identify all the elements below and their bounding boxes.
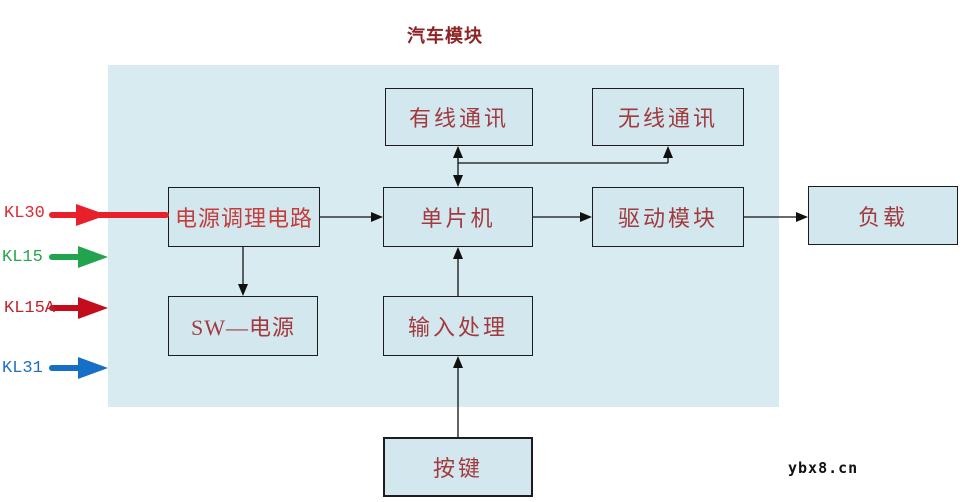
block-label: 有线通讯 (408, 106, 509, 131)
kl15-arrow (49, 246, 108, 268)
block-mcu: 单片机 (383, 187, 533, 247)
block-label: 单片机 (420, 206, 496, 231)
block-sw-power: SW—电源 (168, 296, 318, 356)
block-label: 负载 (857, 204, 908, 230)
block-label: SW—电源 (190, 315, 295, 340)
input-label-kl15a: KL15A (4, 299, 56, 318)
block-driver-module: 驱动模块 (592, 187, 744, 247)
block-wireless-comm: 无线通讯 (592, 88, 744, 146)
block-label: 无线通讯 (617, 106, 718, 131)
block-load: 负载 (808, 186, 958, 245)
input-label-kl31: KL31 (2, 359, 43, 378)
diagram-title: 汽车模块 (407, 26, 483, 46)
input-label-kl15: KL15 (2, 248, 43, 267)
block-key-button: 按键 (383, 437, 533, 497)
kl31-arrow (49, 357, 108, 379)
watermark: ybx8.cn (788, 459, 859, 477)
block-label: 驱动模块 (617, 206, 718, 231)
block-wired-comm: 有线通讯 (385, 88, 533, 146)
block-input-processing: 输入处理 (383, 296, 533, 356)
kl15a-arrow (49, 297, 108, 319)
block-label: 输入处理 (407, 315, 508, 340)
input-label-kl30: KL30 (4, 204, 45, 223)
block-label: 按键 (432, 456, 483, 481)
block-label: 电源调理电路 (174, 206, 313, 231)
block-power-conditioning: 电源调理电路 (168, 187, 320, 247)
